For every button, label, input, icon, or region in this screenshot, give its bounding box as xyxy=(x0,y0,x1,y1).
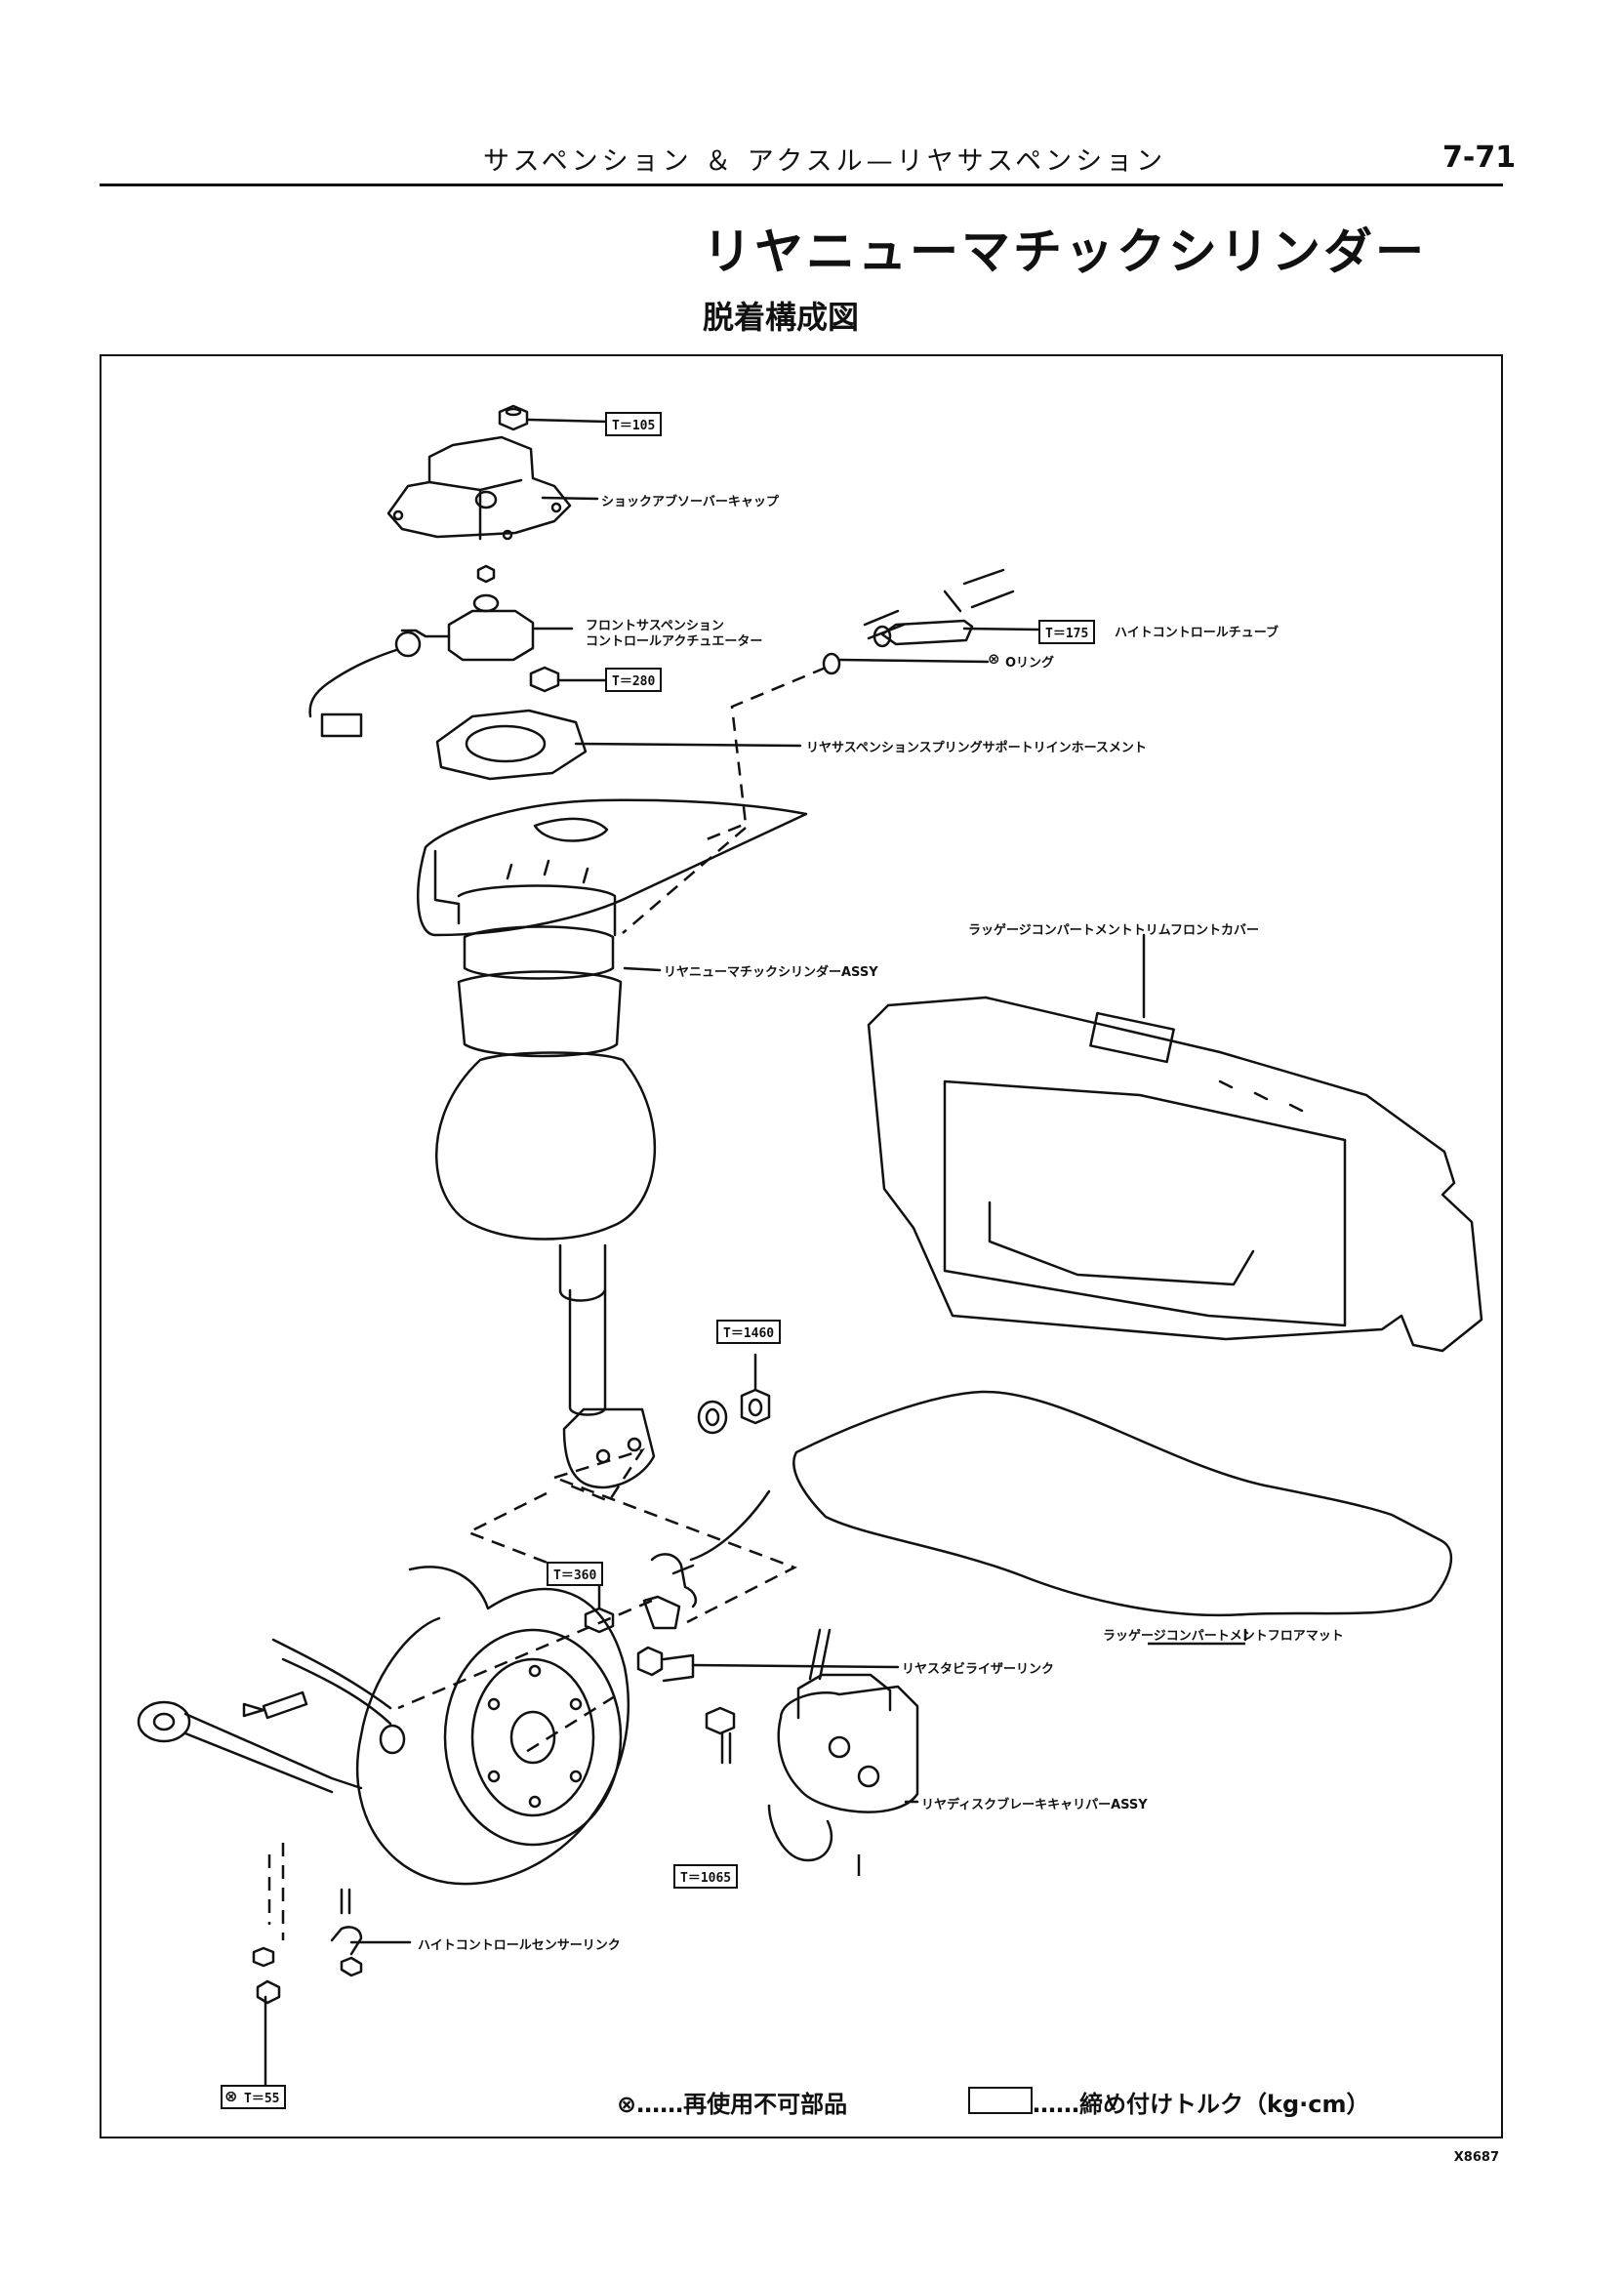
torque-1460: T＝1460 xyxy=(716,1320,782,1344)
leader-lines xyxy=(857,1642,1245,1876)
body-panel-part xyxy=(417,798,808,937)
label-stabilizer-link: リヤスタビライザーリンク xyxy=(902,1662,1055,1677)
small-nut-part xyxy=(476,564,496,584)
torque-1065: T＝1065 xyxy=(673,1864,739,1889)
height-sensor-link-part xyxy=(252,1888,363,2005)
non-reusable-mark-icon: ⊗ xyxy=(988,650,1000,668)
assembly-dashed-lines xyxy=(267,666,827,1940)
non-reusable-mark-icon: ⊗ xyxy=(224,2087,238,2105)
page-subtitle: 脱着構成図 xyxy=(703,299,860,336)
torque-280: T＝280 xyxy=(605,668,663,692)
legend-non-reusable: ⊗……再使用不可部品 xyxy=(617,2091,848,2118)
lower-arm-part xyxy=(137,1690,406,1794)
actuator-part xyxy=(308,593,535,738)
stabilizer-link-part xyxy=(584,1489,771,1683)
torque-360: T＝360 xyxy=(547,1562,604,1586)
label-height-control-tube: ハイトコントロールチューブ xyxy=(1115,626,1279,640)
label-actuator-line1: フロントサスペンション xyxy=(586,619,724,633)
height-control-tube-part xyxy=(863,568,1015,648)
spring-support-part xyxy=(435,709,588,781)
label-shock-absorber-cap: ショックアブソーバーキャップ xyxy=(601,495,779,509)
torque-55: T＝55 xyxy=(221,2085,287,2109)
header-rule xyxy=(100,183,1503,186)
pneumatic-cylinder-part xyxy=(433,849,657,1489)
diagram-frame xyxy=(100,354,1503,2138)
label-trim-cover: ラッゲージコンパートメントトリムフロントカバー xyxy=(968,923,1259,938)
label-o-ring: Oリング xyxy=(1005,656,1055,671)
trim-cover-part xyxy=(867,996,1483,1353)
cap-nut-part xyxy=(498,404,529,431)
o-ring-part xyxy=(822,652,841,675)
floor-mat-part xyxy=(792,1390,1453,1617)
label-sensor-link: ハイトコントロールセンサーリンク xyxy=(418,1938,621,1953)
section-title: サスペンション ＆ アクスル—リヤサスペンション xyxy=(483,146,1167,177)
label-caliper: リヤディスクブレーキキャリパーASSY xyxy=(921,1798,1148,1812)
page-number: 7-71 xyxy=(1442,141,1517,175)
label-actuator-line2: コントロールアクチュエーター xyxy=(586,634,763,649)
brake-disc-part xyxy=(271,1566,630,1886)
legend-torque: ……締め付けトルク（kg·cm） xyxy=(1033,2091,1370,2118)
brake-caliper-part xyxy=(705,1628,919,1862)
label-cylinder-assy: リヤニューマチックシリンダーASSY xyxy=(664,965,878,980)
figure-code: X8687 xyxy=(1453,2150,1499,2165)
page-title: リヤニューマチックシリンダー xyxy=(703,224,1427,280)
actuator-nut-part xyxy=(529,666,560,693)
shock-absorber-cap-part xyxy=(386,435,572,541)
label-spring-support: リヤサスペンションスプリングサポートリインホースメント xyxy=(806,741,1147,755)
torque-105: T＝105 xyxy=(605,412,663,436)
bushing-nut-part xyxy=(697,1388,771,1435)
torque-175: T＝175 xyxy=(1038,620,1096,644)
legend-torque-box xyxy=(968,2087,1033,2114)
label-floor-mat: ラッゲージコンパートメントフロアマット xyxy=(1103,1629,1344,1644)
